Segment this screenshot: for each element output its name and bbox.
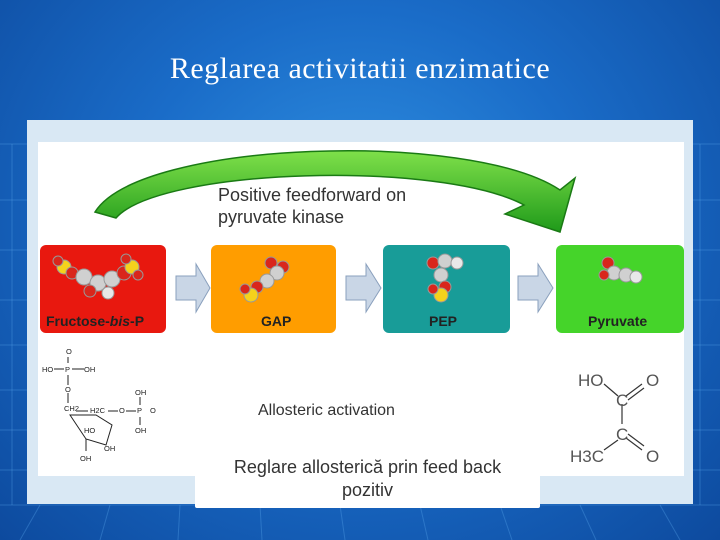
slide-title: Reglarea activitatii enzimatice — [169, 52, 551, 85]
gap-molecule-icon — [239, 256, 290, 303]
svg-text:OH: OH — [135, 426, 146, 435]
text-ho: HO — [42, 365, 53, 374]
text-ho-ring: HO — [84, 426, 95, 435]
text-oh-ring: OH — [104, 444, 115, 453]
svg-text:O: O — [119, 406, 125, 415]
text-o: O — [65, 385, 71, 394]
text-pyruvate-c-top: C — [616, 391, 628, 410]
text-oh-bottom: OH — [80, 454, 91, 463]
text-pyruvate-c-mid: C — [616, 425, 628, 444]
box-pep: PEP — [383, 245, 510, 333]
svg-text:P: P — [137, 406, 142, 415]
pyruvate-molecule-icon — [598, 256, 643, 284]
box-gap: GAP — [211, 245, 336, 333]
svg-text:OH: OH — [135, 388, 146, 397]
pep-molecule-icon — [426, 253, 464, 303]
caption-text: Reglare allosterică prin feed back pozit… — [195, 456, 540, 502]
text-pyruvate-o-top: O — [646, 371, 659, 390]
pyruvic-acid-structure: HO O C C O H3C — [570, 371, 659, 466]
feedforward-label: Positive feedforward on pyruvate kinase — [218, 185, 407, 227]
text-pyruvate-ho: HO — [578, 371, 604, 390]
arrow-icon — [345, 262, 382, 314]
box-fructose-bis-p: Fructose-bis-P — [40, 245, 166, 333]
text-h2c: H2C — [90, 406, 106, 415]
box-label-pyruvate: Pyruvate — [588, 313, 648, 329]
fructose-molecule-icon — [52, 253, 144, 300]
text-oh: OH — [84, 365, 95, 374]
arrow-icon — [517, 262, 554, 314]
caption-line-1: Reglare allosterică prin feed back — [233, 457, 502, 477]
text-pyruvate-h3c: H3C — [570, 447, 604, 466]
box-label-fructose: Fructose-bis-P — [46, 313, 145, 329]
box-pyruvate: Pyruvate — [556, 245, 684, 333]
text-p: P — [65, 365, 70, 374]
text-ch2: CH2 — [64, 404, 79, 413]
box-label-gap: GAP — [261, 313, 292, 329]
box-label-pep: PEP — [429, 313, 458, 329]
allosteric-activation-label: Allosteric activation — [258, 402, 395, 419]
svg-text:O: O — [66, 347, 72, 356]
arrow-icon — [175, 262, 211, 314]
text-pyruvate-o-mid: O — [646, 447, 659, 466]
svg-text:O: O — [150, 406, 156, 415]
fructose-bisphosphate-structure: O HO P OH O CH2 H2C O P O OH OH HO OH OH — [42, 347, 156, 463]
caption-line-2: pozitiv — [341, 480, 394, 500]
caption-box: Reglare allosterică prin feed back pozit… — [195, 450, 540, 508]
